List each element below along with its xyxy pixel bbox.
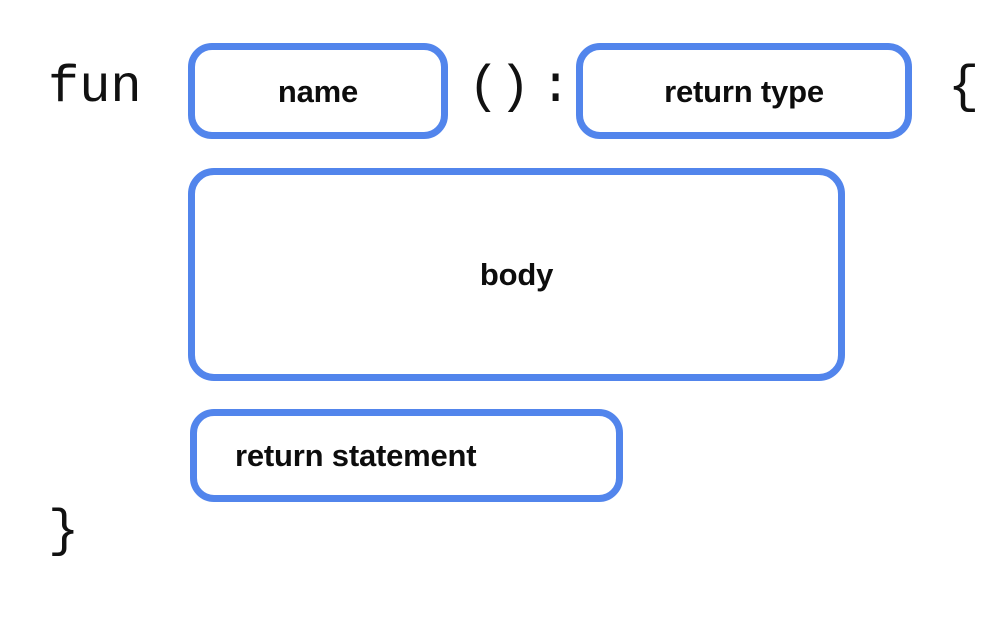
brace-open-token: { [948, 58, 980, 117]
brace-close-token: } [48, 502, 80, 561]
parameter-parens-token: () [468, 58, 531, 117]
slot-body[interactable]: body [188, 168, 845, 381]
type-colon-token: : [540, 58, 572, 117]
slot-name-label: name [277, 73, 359, 109]
slot-return-type-label: return type [664, 73, 824, 109]
slot-return-statement-label: return statement [235, 438, 477, 473]
slot-body-label: body [479, 257, 554, 292]
slot-name[interactable]: name [188, 43, 448, 139]
slot-return-type[interactable]: return type [576, 43, 912, 139]
keyword-fun-token: fun [48, 58, 142, 117]
slot-return-statement[interactable]: return statement [190, 409, 623, 502]
